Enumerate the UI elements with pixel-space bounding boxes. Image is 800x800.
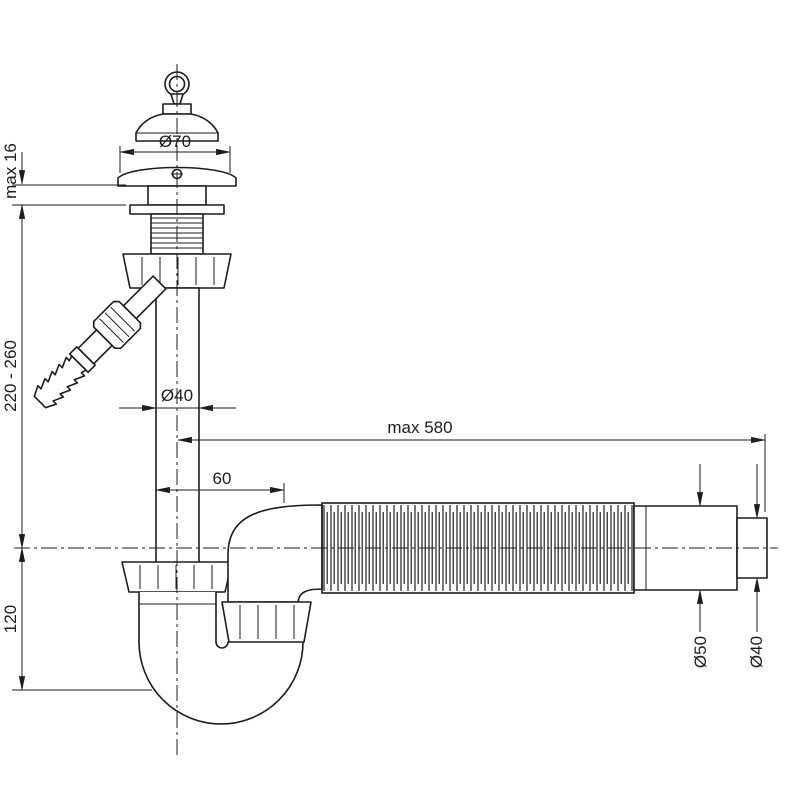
- dim-label-outlet-small: Ø40: [747, 636, 766, 668]
- outlet-elbow: [227, 504, 323, 603]
- dim-inlet-height: 220 - 260: [1, 203, 26, 550]
- nut-ribs: [139, 565, 213, 589]
- dim-outlet-large: Ø50: [691, 464, 710, 668]
- dim-elbow-offset: 60: [154, 469, 286, 503]
- dim-label-flange-height: max 16: [1, 143, 20, 199]
- dim-outlet-small: Ø40: [747, 464, 766, 668]
- dim-hose-length: max 580: [176, 418, 767, 512]
- outlet-union-nut: [221, 601, 312, 643]
- dim-label-inlet-height: 220 - 260: [1, 340, 20, 412]
- dim-plug-diameter: Ø70: [118, 132, 232, 173]
- dim-label-outlet-large: Ø50: [691, 636, 710, 668]
- washing-machine-inlet: [33, 275, 167, 409]
- dim-flange-height: max 16: [1, 143, 126, 206]
- dim-pipe-diameter: Ø40: [119, 386, 236, 412]
- dim-label-elbow-offset: 60: [213, 469, 232, 488]
- inlet-nut-ribs: [99, 306, 136, 343]
- dim-label-plug-diameter: Ø70: [159, 132, 191, 151]
- dim-label-pipe-diameter: Ø40: [161, 386, 193, 405]
- dim-label-hose-length: max 580: [387, 418, 452, 437]
- u-bend: [138, 641, 304, 725]
- dim-trap-depth: 120: [1, 546, 152, 692]
- dim-label-trap-depth: 120: [1, 605, 20, 633]
- hose-barb: [33, 355, 87, 409]
- nut-ribs: [239, 605, 295, 639]
- nut-ribs: [141, 257, 215, 285]
